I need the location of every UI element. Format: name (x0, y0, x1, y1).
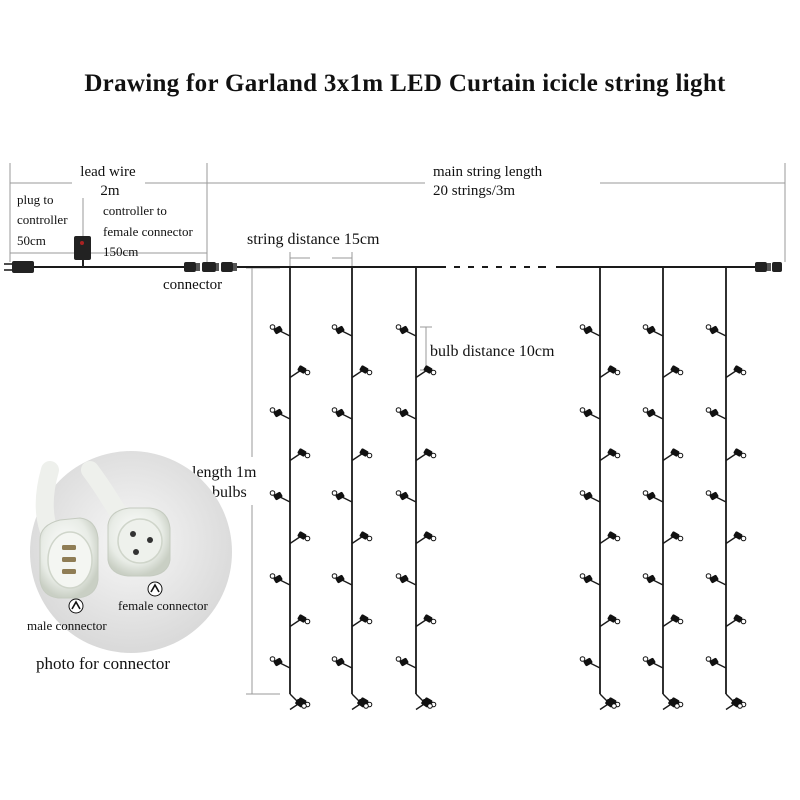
connector-icon (755, 262, 782, 272)
circled-caret-icon (147, 581, 163, 597)
connector-icon (184, 262, 219, 272)
plug-to-label: plug to (17, 192, 53, 207)
led-bulb-icon (269, 324, 291, 337)
led-bulb-icon (599, 693, 617, 709)
led-bulb-icon (395, 656, 417, 669)
led-bulb-icon (599, 614, 621, 628)
lead-wire-label: lead wire (80, 164, 136, 180)
connector-icon (221, 262, 237, 272)
led-bulb-icon (331, 324, 353, 337)
led-bulb-icon (725, 531, 747, 545)
plug-length-label: 50cm (17, 233, 46, 248)
male-connector-label: male connector (27, 618, 107, 633)
led-bulb-icon (289, 365, 311, 379)
led-bulb-icon (662, 365, 684, 379)
led-bulb-icon (351, 531, 373, 545)
led-bulb-icon (415, 614, 437, 628)
led-bulb-icon (642, 407, 664, 420)
led-bulb-icon (642, 490, 664, 503)
led-bulb-icon (705, 407, 727, 420)
led-bulb-icon (642, 573, 664, 586)
led-bulb-icon (331, 656, 353, 669)
led-bulb-icon (705, 656, 727, 669)
led-bulb-icon (725, 614, 747, 628)
led-bulb-icon (351, 693, 369, 709)
female-connector-line-label: female connector (103, 224, 194, 239)
led-bulb-icon (289, 531, 311, 545)
led-bulb-icon (662, 531, 684, 545)
controller-box-icon (74, 236, 91, 267)
led-bulb-icon (599, 531, 621, 545)
female-connector-label: female connector (118, 598, 209, 613)
led-bulb-icon (395, 324, 417, 337)
led-bulb-icon (331, 407, 353, 420)
led-bulb-icon (599, 365, 621, 379)
bulb-distance-label: bulb distance 10cm (430, 343, 555, 360)
string-distance-label: string distance 15cm (247, 231, 380, 248)
lead-wire-assembly (4, 236, 782, 273)
led-bulb-icon (579, 324, 601, 337)
led-bulb-icon (289, 693, 307, 709)
led-bulb-icon (579, 490, 601, 503)
controller-to-label: controller to (103, 203, 167, 218)
icicle-string (331, 267, 373, 711)
led-bulb-icon (289, 448, 311, 462)
led-bulb-icon (705, 573, 727, 586)
led-bulb-icon (415, 693, 433, 709)
led-bulb-icon (579, 573, 601, 586)
led-bulb-icon (395, 573, 417, 586)
led-bulb-icon (269, 407, 291, 420)
led-bulb-icon (269, 573, 291, 586)
circled-caret-icon (68, 598, 84, 614)
led-bulb-icon (351, 365, 373, 379)
led-bulb-icon (642, 656, 664, 669)
led-bulb-icon (331, 573, 353, 586)
icicle-string (269, 267, 311, 711)
led-bulb-icon (579, 656, 601, 669)
led-bulb-icon (269, 490, 291, 503)
led-bulb-icon (642, 324, 664, 337)
led-bulb-icon (331, 490, 353, 503)
icicle-string (642, 267, 684, 711)
connector-photo (30, 451, 232, 653)
led-bulb-icon (579, 407, 601, 420)
led-bulb-icon (662, 693, 680, 709)
led-bulb-icon (705, 324, 727, 337)
photo-caption: photo for connector (36, 654, 170, 673)
connector-label: connector (163, 277, 222, 293)
led-bulb-icon (725, 365, 747, 379)
led-bulb-icon (705, 490, 727, 503)
led-bulb-icon (599, 448, 621, 462)
led-bulb-icon (415, 448, 437, 462)
led-bulb-icon (662, 614, 684, 628)
male-connector-image (39, 517, 99, 599)
diagram-title: Drawing for Garland 3x1m LED Curtain ici… (84, 70, 726, 97)
led-bulb-icon (415, 365, 437, 379)
led-bulb-icon (289, 614, 311, 628)
length-label: length 1m (192, 464, 257, 481)
icicle-strings (269, 267, 747, 711)
icicle-string (705, 267, 747, 711)
icicle-string (395, 267, 437, 711)
led-bulb-icon (351, 614, 373, 628)
main-string-length-label: main string length (433, 164, 543, 180)
led-bulb-icon (395, 490, 417, 503)
led-bulb-icon (351, 448, 373, 462)
female-connector-image (107, 507, 171, 577)
strings-info-label: 20 strings/3m (433, 183, 515, 199)
led-bulb-icon (725, 448, 747, 462)
controller-label: controller (17, 212, 68, 227)
icicle-string (579, 267, 621, 711)
lead-wire-length-label: 2m (100, 183, 120, 199)
controller-length-label: 150cm (103, 244, 138, 259)
plug-icon (4, 261, 34, 273)
led-bulb-icon (395, 407, 417, 420)
led-bulb-icon (725, 693, 743, 709)
led-bulb-icon (269, 656, 291, 669)
led-bulb-icon (662, 448, 684, 462)
led-bulb-icon (415, 531, 437, 545)
